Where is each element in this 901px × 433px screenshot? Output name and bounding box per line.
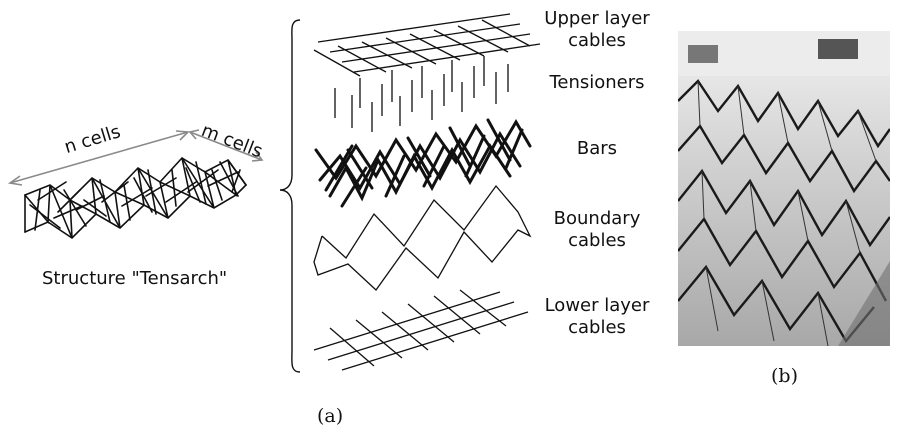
tensarch-structure-drawing bbox=[24, 156, 247, 240]
n-cells-arrow bbox=[7, 130, 190, 186]
upper-layer-cables-drawing bbox=[313, 13, 541, 77]
boundary-cables-drawing bbox=[313, 184, 532, 291]
m-cells-arrow bbox=[188, 129, 264, 162]
curly-brace bbox=[279, 19, 301, 373]
tensioners-drawing bbox=[334, 56, 509, 132]
tensarch-photo bbox=[678, 31, 890, 346]
bars-drawing bbox=[314, 118, 532, 208]
lower-layer-cables-drawing bbox=[313, 289, 529, 371]
caption-b: (b) bbox=[771, 365, 798, 387]
bars-label: Bars bbox=[576, 138, 618, 159]
caption-a: (a) bbox=[317, 405, 344, 427]
structure-title: Structure "Tensarch" bbox=[42, 268, 228, 289]
tensioners-label: Tensioners bbox=[549, 72, 645, 93]
